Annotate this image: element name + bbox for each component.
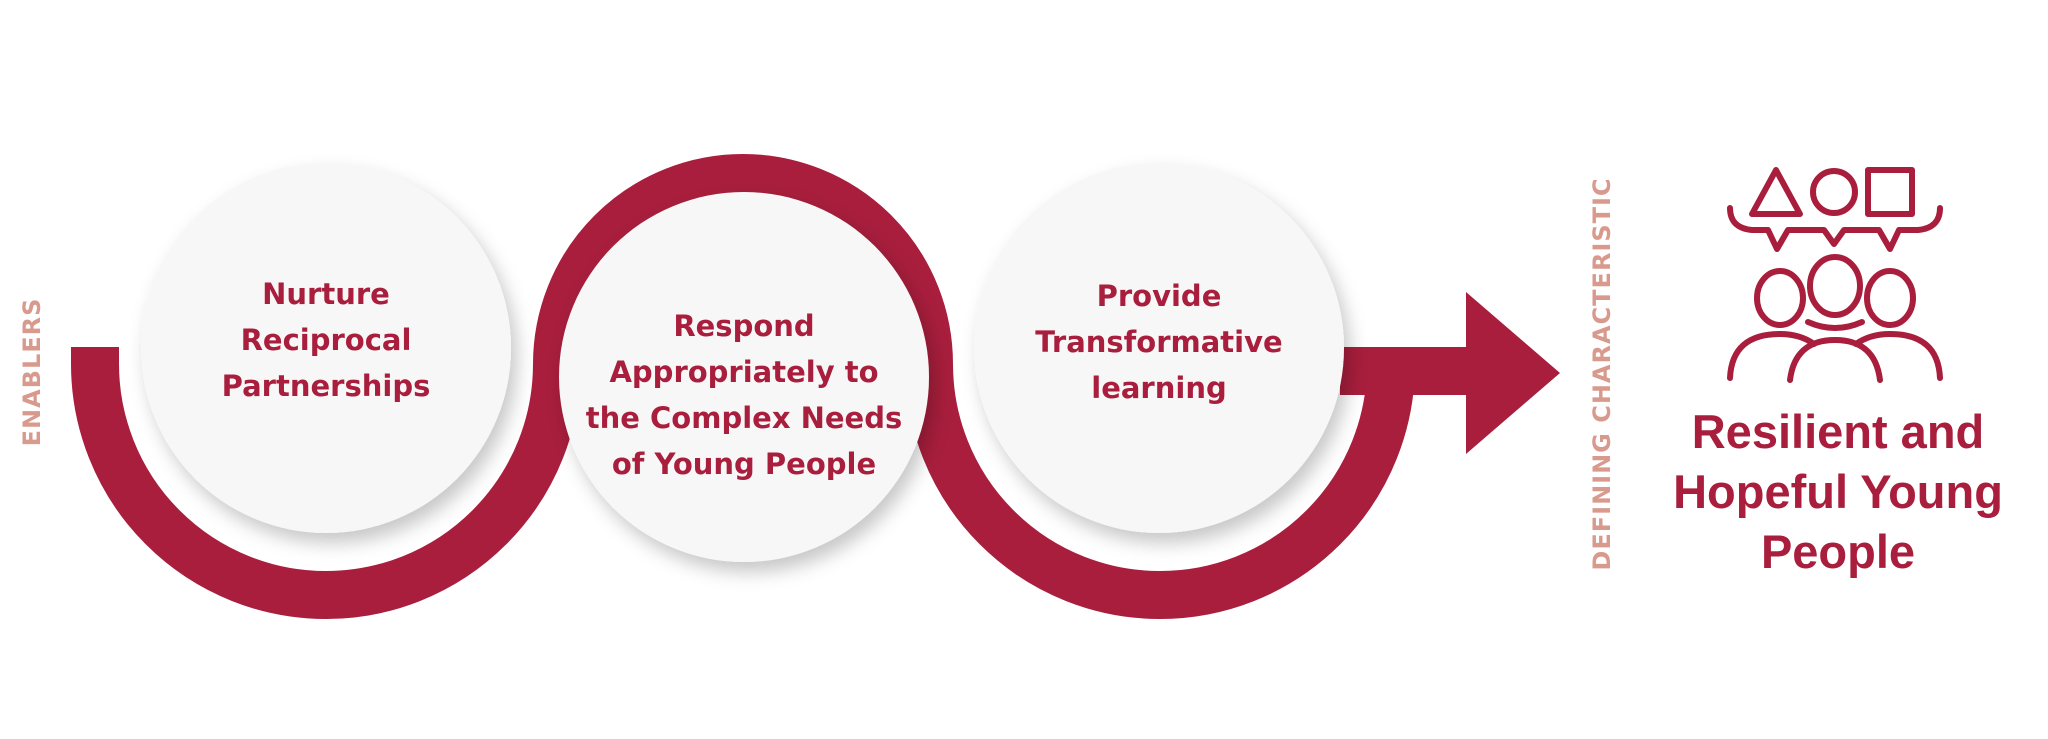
people-with-speech-bubbles-icon xyxy=(1727,167,1943,383)
enabler-2-line-2: Appropriately to xyxy=(609,355,879,389)
outcome-line-3: People xyxy=(1760,525,1916,578)
enabler-circle-3 xyxy=(974,163,1344,533)
enabler-3-line-1: Provide xyxy=(1096,279,1222,313)
enabler-circle-2 xyxy=(559,192,929,562)
outcome-line-2: Hopeful Young xyxy=(1673,465,2003,518)
enabler-1-line-2: Reciprocal xyxy=(240,323,412,357)
enabler-3-text: Provide Transformative learning xyxy=(999,273,1319,411)
arrow-shaft xyxy=(1340,347,1470,395)
enabler-3-line-3: learning xyxy=(1091,371,1227,405)
enabler-2-line-4: of Young People xyxy=(611,447,877,481)
enabler-1-line-1: Nurture xyxy=(262,277,390,311)
flow-ribbon xyxy=(71,154,1415,619)
enabler-2-line-1: Respond xyxy=(673,309,815,343)
defining-characteristic-side-label: DEFINING CHARACTERISTIC xyxy=(1588,177,1616,571)
arrow-head xyxy=(1466,292,1560,454)
outcome-title: Resilient and Hopeful Young People xyxy=(1648,402,2028,582)
enabler-1-line-3: Partnerships xyxy=(221,369,431,403)
enabler-2-text: Respond Appropriately to the Complex Nee… xyxy=(574,303,914,487)
enabler-1-text: Nurture Reciprocal Partnerships xyxy=(166,271,486,409)
enablers-side-label: ENABLERS xyxy=(18,297,46,447)
enabler-3-line-2: Transformative xyxy=(1035,325,1283,359)
enabler-2-line-3: the Complex Needs xyxy=(585,401,903,435)
outcome-line-1: Resilient and xyxy=(1691,405,1985,458)
enabler-circle-1 xyxy=(141,163,511,533)
